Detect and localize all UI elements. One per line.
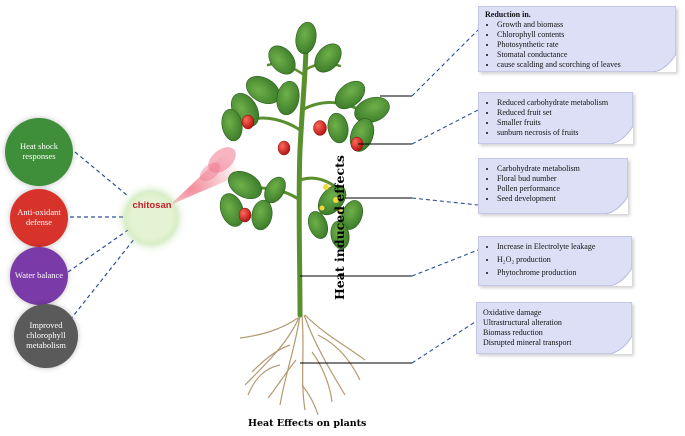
effect-list-roots: Oxidative damage Ultrastructural alterat… [483,308,625,348]
page-curl-icon [654,54,676,72]
list-item: cause scalding and scorching of leaves [497,60,669,70]
right-connectors [300,29,479,364]
list-item: Increase in Electrolyte leakage [497,242,625,252]
list-item: Photosynthetic rate [497,40,669,50]
page-curl-icon [611,126,633,144]
page-curl-icon [610,336,632,354]
list-item: Stomatal conductance [497,50,669,60]
list-item: sunburn necrosis of fruits [497,128,626,138]
flowers [319,184,343,215]
heat-induced-effects-title: Heat induced effects [332,155,347,300]
heat-shock-responses-label: Heat shock responses [19,141,58,161]
list-item: Phytochrome production [497,268,625,278]
anti-oxidant-defense-label: Anti-oxidant defense [17,207,61,227]
effect-list-flowering: Carbohydrate metabolism Floral bud numbe… [485,164,621,204]
list-item: Growth and biomass [497,20,669,30]
chitosan-node [125,192,177,244]
list-item: Ultrastructural alteration [483,318,562,327]
page-curl-icon [610,268,632,286]
effect-box-heading: Reduction in. [485,10,531,19]
list-item: Disrupted mineral transport [483,338,572,347]
diagram-title: Heat Effects on plants [248,418,367,429]
heat-shock-responses-node: Heat shock responses [5,118,73,186]
page-curl-icon [606,196,628,214]
list-item: H₂O₂ production [497,255,625,265]
effect-list-reduction: Growth and biomass Chlorophyll contents … [485,20,669,70]
effect-box-stem: Increase in Electrolyte leakage H₂O₂ pro… [478,236,632,286]
roots [239,314,366,416]
effect-list-fruit: Reduced carbohydrate metabolism Reduced … [485,98,626,138]
effect-box-fruit: Reduced carbohydrate metabolism Reduced … [478,92,633,144]
effect-box-reduction: Reduction in. Growth and biomass Chlorop… [478,6,676,72]
effect-box-flowering: Carbohydrate metabolism Floral bud numbe… [478,158,628,214]
spray-mist [170,147,240,205]
list-item: Biomass reduction [483,328,543,337]
anti-oxidant-defense-node: Anti-oxidant defense [10,189,68,247]
list-item: Reduced fruit set [497,108,626,118]
list-item: Oxidative damage [483,308,542,317]
improved-chlorophyll-metabolism-node: Improved chlorophyll metabolism [14,304,78,368]
list-item: Smaller fruits [497,118,626,128]
list-item: Pollen performance [497,184,621,194]
chitosan-label: chitosan [132,200,172,211]
list-item: Carbohydrate metabolism [497,164,621,174]
list-item: Floral bud number [497,174,621,184]
improved-chlorophyll-metabolism-label: Improved chlorophyll metabolism [26,320,66,350]
list-item: Reduced carbohydrate metabolism [497,98,626,108]
water-balance-node: Water balance [10,247,68,305]
effect-list-stem: Increase in Electrolyte leakage H₂O₂ pro… [485,242,625,278]
list-item: Chlorophyll contents [497,30,669,40]
leaves [219,21,390,250]
fruits [238,114,364,223]
list-item: Seed development [497,194,621,204]
water-balance-label: Water balance [14,270,64,281]
left-connectors [67,151,136,321]
effect-box-roots: Oxidative damage Ultrastructural alterat… [476,302,632,354]
